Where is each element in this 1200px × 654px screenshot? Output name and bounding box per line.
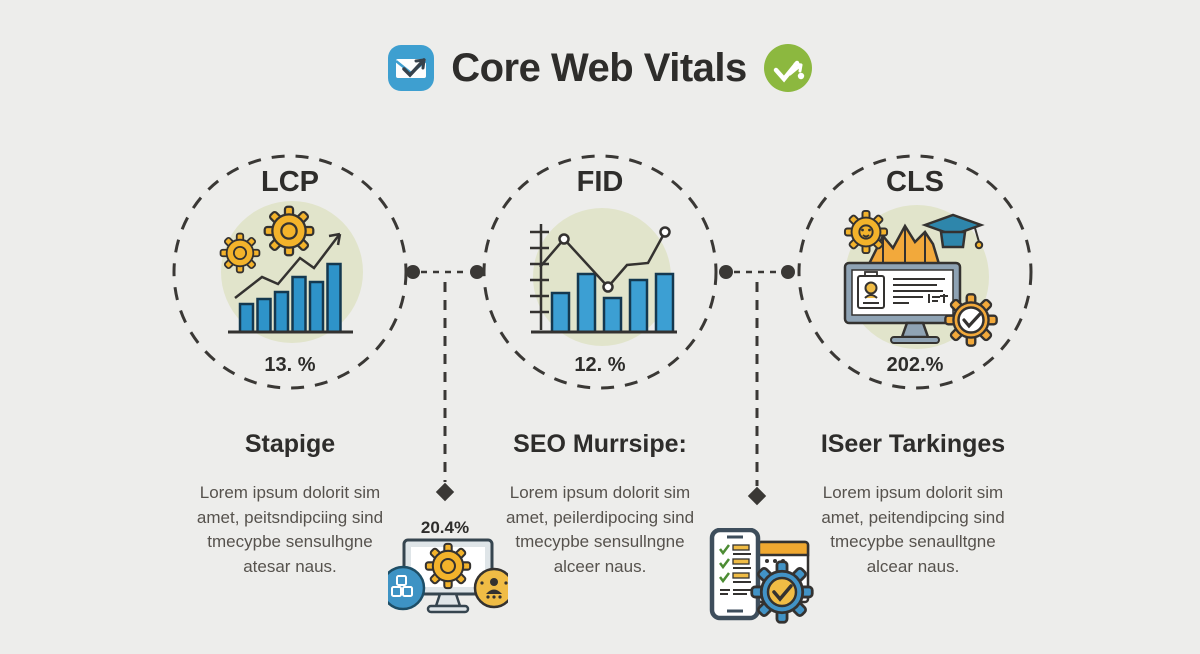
fid-bar-line-chart-illustration — [530, 208, 677, 346]
cls-monitor-illustration — [843, 205, 998, 349]
connector-value-label: 20.4% — [420, 518, 470, 537]
section-body: Lorem ipsum dolorit sim amet, peitsndipc… — [196, 483, 384, 576]
metric-value-cls: 202.% — [886, 354, 944, 376]
section-heading: SEO Murrsipe: — [513, 430, 687, 458]
connector-graphic-1 — [406, 265, 484, 502]
metric-label-cls: CLS — [886, 166, 944, 198]
lcp-growth-chart-illustration — [219, 201, 363, 343]
metric-circle-fid: FID — [480, 152, 720, 392]
header: Core Web Vitals — [0, 40, 1200, 96]
section-body: Lorem ipsum dolorit sim amet, peilerdipo… — [505, 483, 695, 576]
section-lcp: Stapige Lorem ipsum dolorit sim amet, pe… — [175, 430, 405, 580]
phone-checklist-gear-illustration — [709, 528, 814, 624]
section-body: Lorem ipsum dolorit sim amet, peitendipc… — [821, 483, 1005, 576]
metric-label-lcp: LCP — [261, 166, 319, 198]
connector-graphic-2 — [719, 265, 795, 506]
metric-value-fid: 12. % — [574, 354, 626, 376]
dashed-ring — [797, 154, 1033, 390]
route-check-icon — [763, 44, 812, 92]
metric-label-fid: FID — [576, 166, 624, 198]
metric-circle-cls: CLS — [795, 152, 1035, 392]
section-cls: ISeer Tarkinges Lorem ipsum dolorit sim … — [798, 430, 1028, 580]
envelope-check-icon — [388, 45, 435, 91]
section-fid: SEO Murrsipe: Lorem ipsum dolorit sim am… — [485, 430, 715, 580]
desktop-gear-team-illustration — [388, 538, 508, 614]
page-title: Core Web Vitals — [451, 45, 747, 90]
metric-value-lcp: 13. % — [264, 354, 316, 376]
section-heading: ISeer Tarkinges — [820, 430, 1006, 458]
metric-circle-lcp: LCP 13. % — [170, 152, 410, 392]
section-heading: Stapige — [244, 430, 336, 458]
